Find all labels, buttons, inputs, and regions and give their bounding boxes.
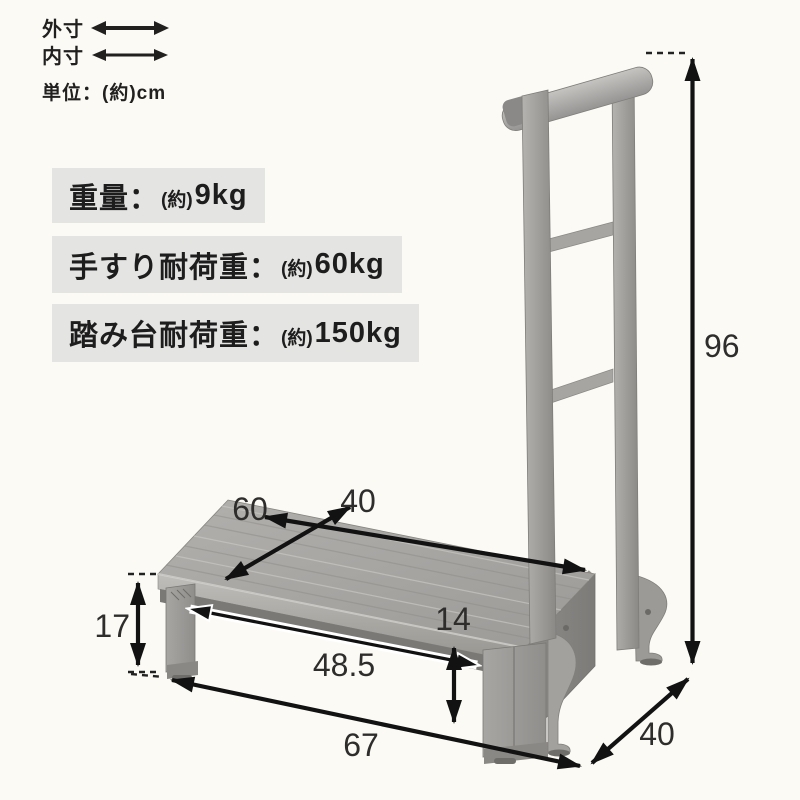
leader-base-left (130, 672, 164, 679)
handrail-rung-lower (544, 368, 614, 406)
weight-approx: (約) (161, 190, 193, 211)
inner-height-14-label: 14 (435, 601, 471, 637)
inner-width-48-arrow (190, 609, 477, 665)
handrail-load-label: 手すり耐荷重： (69, 251, 280, 284)
spec-box-step-load: 踏み台耐荷重：(約)150kg (52, 304, 419, 362)
overall-width-67-label: 67 (343, 727, 379, 763)
step-load-approx: (約) (281, 327, 313, 349)
legend-outer-row: 外寸 (42, 14, 170, 41)
legend-inner-row: 内寸 (42, 41, 170, 68)
base-depth-40-label: 40 (639, 716, 675, 752)
spec-box-weight: 重量：(約)9kg (52, 168, 265, 223)
step-height-17-label: 17 (94, 608, 130, 644)
weight-label: 重量： (69, 182, 160, 215)
spec-box-handrail-load: 手すり耐荷重：(約)60kg (52, 236, 402, 293)
step-load-label: 踏み台耐荷重： (69, 320, 280, 352)
handrail-rung-upper (544, 221, 614, 254)
inner-dimension-arrow-icon (92, 48, 168, 61)
screw (645, 609, 651, 615)
unit-label: 単位：(約)cm (42, 83, 167, 104)
handrail-front-post (521, 89, 557, 645)
inner-width-48-label: 48.5 (313, 647, 375, 683)
dimension-annotations: 96 60 40 17 48.5 14 67 40 (94, 51, 740, 770)
handrail-back-foot (640, 658, 662, 666)
handrail-front-foot (548, 749, 570, 757)
handrail-back-bracket (633, 574, 668, 662)
outer-dimension-arrow-icon (91, 20, 169, 35)
stepstool-illustration (157, 66, 668, 764)
width-60-label: 60 (232, 491, 268, 527)
handrail-load-value: 60kg (314, 248, 385, 280)
dimension-legend: 外寸 内寸 単位：(約)cm (42, 14, 170, 105)
outer-dimension-label: 外寸 (42, 19, 84, 41)
overall-width-67-arrow (170, 676, 582, 770)
depth-40-label: 40 (340, 483, 376, 519)
step-load-value: 150kg (314, 316, 402, 349)
left-leg (165, 583, 198, 680)
screw (563, 625, 569, 631)
weight-value: 9kg (194, 179, 248, 211)
handrail-back-post (611, 71, 640, 651)
base-depth-40-arrow (590, 677, 690, 765)
handrail-load-approx: (約) (281, 259, 313, 280)
inner-dimension-label: 内寸 (42, 46, 84, 68)
handrail-front-bracket (547, 631, 577, 753)
depth-40-arrow (224, 505, 352, 581)
height-96-label: 96 (704, 328, 740, 364)
